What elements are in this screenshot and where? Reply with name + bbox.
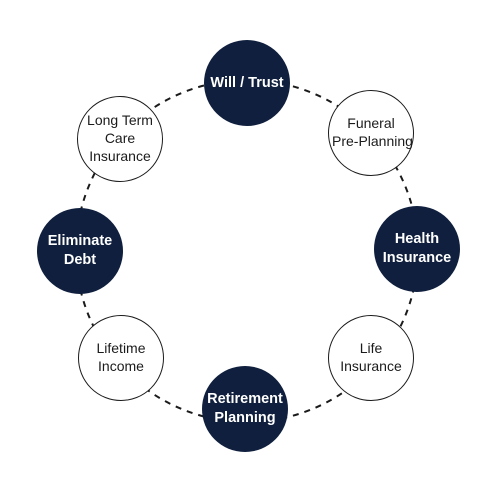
label-line: Long Term — [87, 112, 153, 129]
label-line: Pre-Planning — [332, 133, 413, 149]
label-line: Care — [104, 130, 136, 147]
label-line: Will / Trust — [210, 74, 284, 91]
node-label: Health Insurance — [378, 230, 456, 267]
label-line: Planning — [214, 410, 276, 426]
node-label: Retirement Planning — [206, 390, 284, 427]
label-line: Retirement — [207, 391, 283, 408]
node-lifetime-income: Lifetime Income — [78, 315, 164, 401]
node-label: Will / Trust — [208, 74, 286, 93]
node-label: Funeral Pre-Planning — [332, 115, 413, 151]
label-line: Debt — [63, 252, 97, 268]
label-line: Funeral — [347, 115, 395, 132]
node-funeral-pre-planning: Funeral Pre-Planning — [328, 90, 414, 176]
node-retirement-planning: Retirement Planning — [202, 366, 288, 452]
node-health-insurance: Health Insurance — [374, 206, 460, 292]
label-line: Insurance — [89, 147, 151, 164]
node-eliminate-debt: Eliminate Debt — [37, 208, 123, 294]
node-life-insurance: Life Insurance — [328, 315, 414, 401]
label-line: Insurance — [340, 358, 402, 374]
label-line: Lifetime — [96, 340, 146, 357]
label-line: Health — [394, 231, 440, 248]
node-label: Long Term Care Insurance — [81, 112, 159, 166]
label-line: Insurance — [382, 250, 452, 266]
node-will-trust: Will / Trust — [204, 40, 290, 126]
node-label: Life Insurance — [332, 340, 410, 376]
node-label: Eliminate Debt — [41, 232, 119, 269]
node-long-term-care-insurance: Long Term Care Insurance — [77, 96, 163, 182]
label-line: Eliminate — [47, 233, 113, 250]
label-line: Income — [98, 358, 144, 374]
node-label: Lifetime Income — [82, 340, 160, 376]
label-line: Life — [359, 340, 383, 357]
